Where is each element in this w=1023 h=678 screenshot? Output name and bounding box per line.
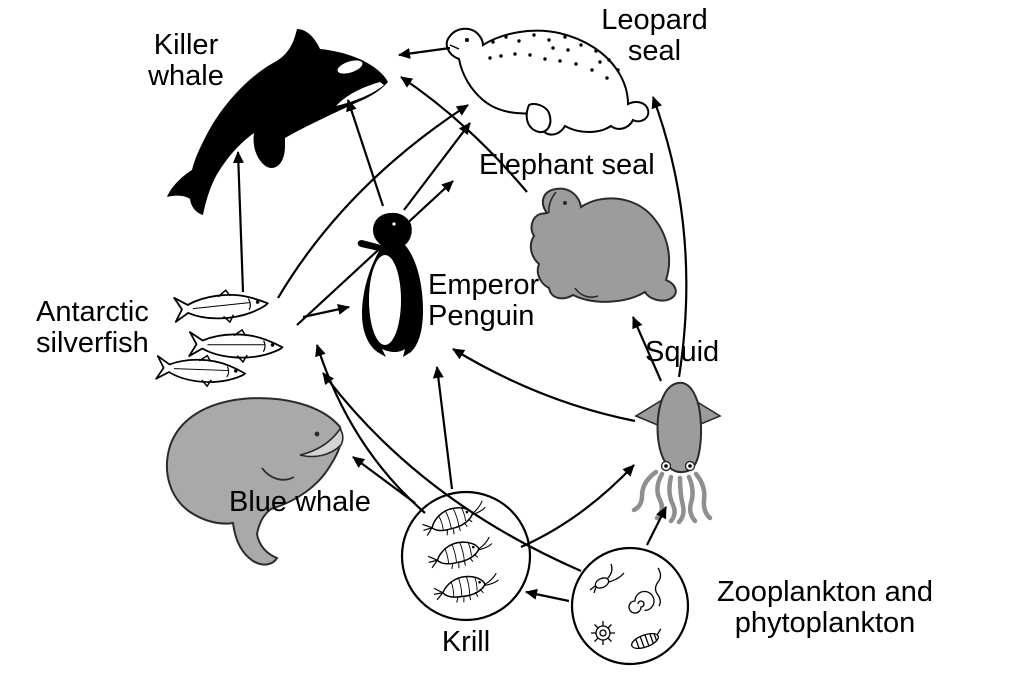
arrow-zooplankton-and-phytoplankton-to-squid xyxy=(646,506,667,546)
arrow-squid-to-elephant-seal xyxy=(631,316,663,382)
squid-illustration xyxy=(631,381,722,525)
emperor-penguin-eye xyxy=(392,222,396,226)
copepod-figure xyxy=(589,563,625,594)
thread-plankton-figure xyxy=(654,567,662,607)
arrow-squid-to-emperor-penguin xyxy=(452,348,636,423)
label-line: Elephant seal xyxy=(479,149,655,181)
arrow-antarctic-silverfish-to-killer-whale xyxy=(232,151,245,293)
label-line: whale xyxy=(148,60,224,92)
arrow-krill-to-squid xyxy=(520,464,635,549)
blue-whale-illustration xyxy=(165,397,344,566)
label-killer-whale: Killer whale xyxy=(120,30,252,92)
squid-tentacles xyxy=(631,469,713,525)
label-line: Killer xyxy=(153,29,219,61)
elephant-seal-illustration xyxy=(529,187,677,303)
label-line: Emperor xyxy=(428,269,540,301)
arrow-antarctic-silverfish-to-leopard-seal xyxy=(277,104,469,299)
zooplankton-illustration xyxy=(570,546,690,666)
arrow-krill-to-antarctic-silverfish xyxy=(315,344,426,514)
label-antarctic-silverfish: Antarctic silverfish xyxy=(36,297,149,359)
elephant-seal-eye xyxy=(563,201,567,205)
feeding-arrows-layer xyxy=(232,46,688,603)
label-line: seal xyxy=(627,35,682,67)
antarctic-silverfish-illustration xyxy=(155,286,284,390)
label-line: Squid xyxy=(645,336,720,368)
spiral-plankton-figure xyxy=(628,590,655,614)
label-emperor-penguin: Emperor Penguin xyxy=(428,270,539,332)
leopard-seal-eye xyxy=(465,38,469,42)
arrow-zooplankton-and-phytoplankton-to-krill xyxy=(525,588,570,603)
arrow-krill-to-emperor-penguin xyxy=(432,366,454,490)
label-krill: Krill xyxy=(430,627,502,658)
label-squid: Squid xyxy=(645,337,719,368)
label-blue-whale: Blue whale xyxy=(229,487,371,518)
arrow-emperor-penguin-to-leopard-seal xyxy=(403,122,471,211)
label-leopard-seal: Leopard seal xyxy=(582,5,727,67)
blue-whale-eye xyxy=(314,431,320,437)
segmented-plankton-figure xyxy=(631,628,662,650)
label-line: Zooplankton and xyxy=(716,576,934,608)
label-elephant-seal: Elephant seal xyxy=(479,150,655,181)
label-line: phytoplankton xyxy=(734,607,916,639)
arrow-leopard-seal-to-killer-whale xyxy=(398,46,451,59)
radiolarian-figure xyxy=(591,621,615,645)
label-line: Penguin xyxy=(428,300,535,332)
arrow-zooplankton-and-phytoplankton-to-antarctic-silverfish xyxy=(322,372,582,573)
label-line: silverfish xyxy=(36,327,149,359)
arrow-emperor-penguin-to-killer-whale xyxy=(346,99,385,207)
label-line: Blue whale xyxy=(229,486,371,518)
label-line: Leopard xyxy=(601,4,708,36)
emperor-penguin-illustration xyxy=(357,212,423,357)
label-zooplankton-and-phytoplankton: Zooplankton and phytoplankton xyxy=(675,577,975,639)
arrow-antarctic-silverfish-to-emperor-penguin xyxy=(302,303,350,319)
krill-illustration xyxy=(400,490,532,622)
arrow-squid-to-leopard-seal xyxy=(651,96,688,378)
label-line: Antarctic xyxy=(36,296,149,328)
label-line: Krill xyxy=(441,626,491,658)
leopard-seal-spots xyxy=(488,33,620,80)
arrow-antarctic-silverfish-to-elephant-seal xyxy=(296,180,454,326)
leopard-seal-illustration xyxy=(445,27,650,136)
